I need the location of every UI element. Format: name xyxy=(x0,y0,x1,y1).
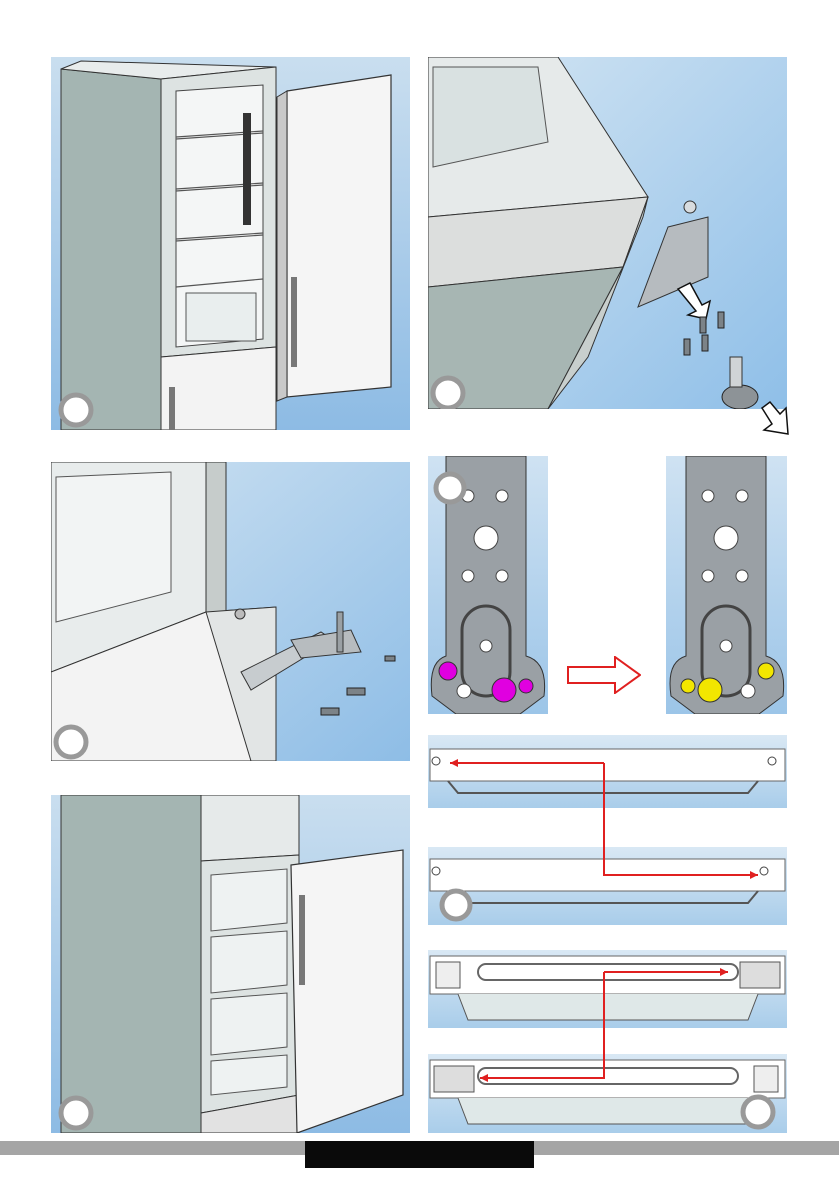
panel-hinge-bracket-before xyxy=(428,456,548,714)
panel-door-removal-top xyxy=(51,57,410,430)
step-circle xyxy=(436,474,464,502)
hinge-bracket-after-illustration xyxy=(666,456,787,714)
panel-middle-hinge-detach xyxy=(51,462,410,761)
door-bottom-strip-illustration xyxy=(428,950,787,1133)
step-circle xyxy=(442,891,470,919)
top-hinge-illustration xyxy=(428,57,787,409)
arrow-right-icon xyxy=(567,656,641,694)
panel-hinge-bracket-after xyxy=(666,456,787,714)
freezer-door-illustration xyxy=(51,795,410,1133)
hinge-bracket-before-illustration xyxy=(428,456,548,714)
panel-top-hinge-detach xyxy=(428,57,787,409)
panel-door-rehang xyxy=(51,795,410,1133)
step-circle xyxy=(433,378,463,408)
step-circle xyxy=(61,395,91,425)
step-circle xyxy=(61,1098,91,1128)
middle-hinge-illustration xyxy=(51,462,410,761)
footer-label xyxy=(305,1141,534,1168)
panel-door-bottom-strip-swap xyxy=(428,950,787,1133)
step-circle xyxy=(743,1097,773,1127)
arrow-down-right-icon xyxy=(758,400,794,436)
panel-door-top-strip-swap xyxy=(428,735,787,925)
fridge-open-door-illustration xyxy=(51,57,410,430)
door-top-strip-illustration xyxy=(428,735,787,925)
step-circle xyxy=(56,727,86,757)
